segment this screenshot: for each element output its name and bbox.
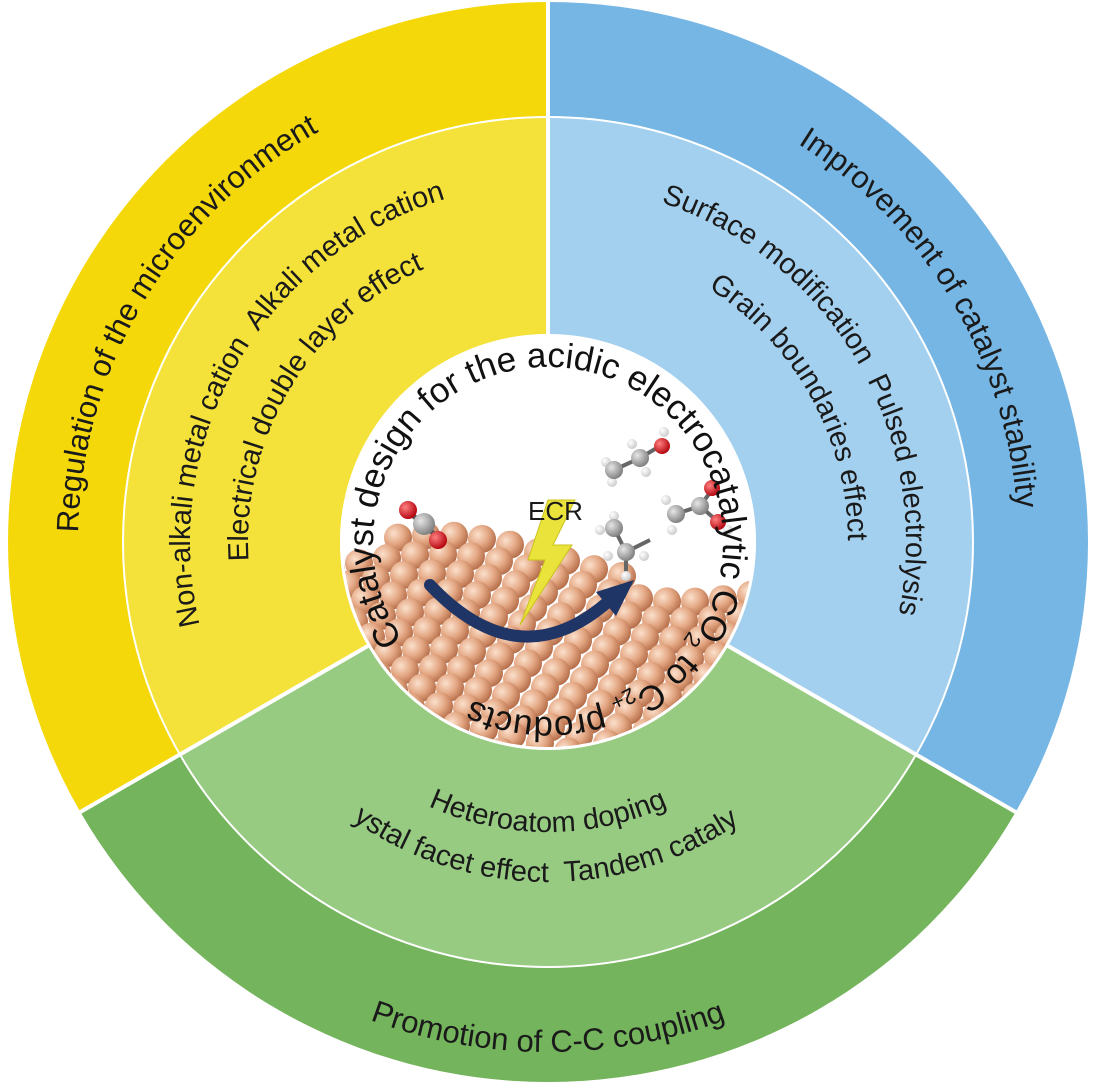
lightning-bolt-icon	[519, 499, 576, 626]
outer-sector-coupling	[80, 754, 1016, 1082]
copper-atom	[554, 737, 582, 747]
inner-ring	[123, 117, 973, 967]
sector-dividers	[77, 0, 1019, 815]
ecr-label: ECR	[528, 496, 583, 526]
divider-line-2	[77, 644, 369, 815]
reaction-arrow	[424, 579, 616, 643]
co2-molecule-icon	[399, 501, 447, 549]
divider-line-1	[727, 644, 1019, 815]
inner-sector-coupling	[179, 646, 917, 967]
inner-sector-stability	[548, 117, 973, 755]
inner-sector-microenvironment	[123, 117, 549, 755]
copper-atom	[379, 581, 407, 610]
copper-atom	[526, 728, 554, 747]
copper-atom	[385, 618, 413, 647]
outer-sector-microenvironment	[7, 2, 548, 812]
outer-ring	[7, 2, 1088, 1082]
reaction-arrowhead-icon	[596, 580, 634, 616]
copper-atom	[374, 639, 402, 668]
copper-atom	[384, 523, 412, 552]
product-molecules-icon	[595, 427, 733, 581]
outer-sector-stability	[548, 2, 1088, 812]
